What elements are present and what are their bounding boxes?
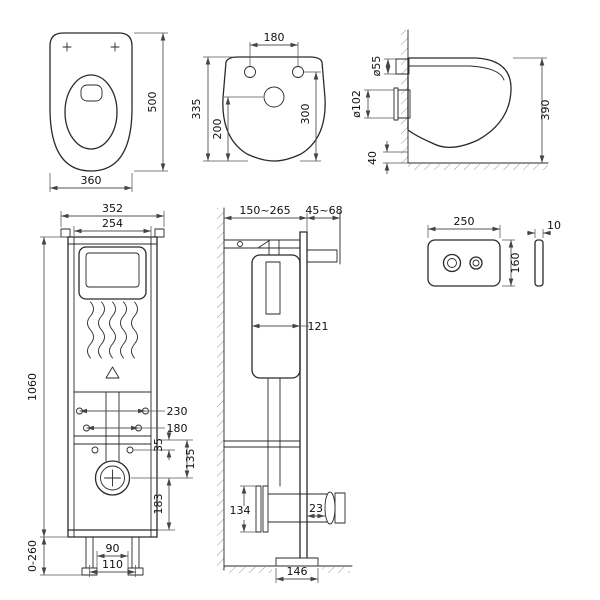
flush-plate-view: 250 160 10 [427, 215, 561, 287]
drain-flange [255, 485, 262, 533]
mount-hole-left [244, 66, 256, 78]
fixing-cross-right [110, 42, 120, 52]
flush-plate-side [534, 239, 544, 287]
dim-side-height: 390 [539, 100, 552, 121]
dim-offset-135: 135 [184, 449, 197, 470]
dim-offset-35: 35 [152, 438, 165, 452]
dim-total-height: 335 [190, 99, 203, 120]
drain-socket [94, 460, 131, 496]
dim-cistern-depth: 121 [308, 320, 329, 333]
flush-plate [427, 239, 501, 287]
flush-pipe-stub [395, 58, 410, 75]
bowl-outline [49, 32, 133, 172]
dim-lower-height: 200 [211, 119, 224, 140]
dim-frame-overall-width: 352 [102, 202, 123, 215]
cistern-ribs [87, 301, 138, 359]
dim-plate-thickness: 10 [547, 219, 561, 232]
dim-mount-height: 300 [299, 104, 312, 125]
frame-side-view: 150~265 45~68 121 134 23 146 [217, 204, 353, 583]
leg-right [131, 536, 140, 569]
frame-front-view: 352 254 1060 0-260 230 180 35 135 183 [26, 202, 197, 577]
dim-flush-pipe-dia: ø55 [370, 56, 383, 77]
leg-left [85, 536, 94, 569]
foot-plate [275, 557, 319, 567]
dim-offset-183: 183 [152, 494, 165, 515]
toilet-top-view: 500 360 [49, 32, 168, 192]
dim-wall-depth: 150~265 [239, 204, 290, 217]
dim-hole-spacing: 180 [264, 31, 285, 44]
access-panel [85, 252, 140, 288]
dim-outlet-dia: ø102 [350, 90, 363, 118]
dim-front-depth: 45~68 [305, 204, 342, 217]
dim-fix-spacing-wide: 230 [167, 405, 188, 418]
flush-plate-box [306, 249, 338, 263]
outlet-pipe-stub [397, 89, 411, 119]
floor-hatch [322, 567, 350, 573]
seat-opening [64, 74, 118, 150]
toilet-side-view: ø55 ø102 390 40 [350, 29, 552, 174]
wall-bracket-left [60, 228, 71, 238]
flush-valve [265, 261, 281, 315]
drain-coupling [324, 491, 336, 525]
mount-hole-right [292, 66, 304, 78]
flush-recess [80, 84, 103, 102]
cistern-front [78, 246, 147, 300]
floor-hatch [224, 567, 272, 573]
dim-foot-110: 110 [102, 558, 123, 571]
cistern-side [251, 254, 301, 379]
dim-foot-90: 90 [106, 542, 120, 555]
outlet-flange [393, 87, 399, 121]
flush-button-large [442, 253, 462, 273]
wall-bracket-right [154, 228, 165, 238]
fixing-point [91, 446, 99, 454]
dim-toilet-width: 360 [81, 174, 102, 187]
dim-fix-spacing-narrow: 180 [167, 422, 188, 435]
dim-leg-adjust: 0-260 [26, 540, 39, 572]
dim-bottom-gap: 40 [366, 151, 379, 165]
toilet-front-view: 180 335 200 300 [190, 31, 326, 162]
fixing-cross-left [62, 42, 72, 52]
wall-hatch [217, 208, 224, 570]
seat-line [407, 65, 505, 81]
bowl-side-outline [407, 57, 512, 148]
fixing-point [126, 446, 134, 454]
wall-hatch [401, 30, 408, 163]
flush-button-small [469, 256, 483, 270]
brand-triangle [105, 366, 120, 379]
dim-outlet-offset: 23 [309, 502, 323, 515]
dim-rail-width: 254 [102, 217, 123, 230]
dim-foot-depth: 146 [287, 565, 308, 578]
dim-plate-height: 160 [509, 253, 522, 274]
dim-frame-height: 1060 [26, 373, 39, 401]
dim-elbow-height: 134 [230, 504, 251, 517]
dim-plate-width: 250 [454, 215, 475, 228]
floor-hatch [408, 164, 548, 170]
flush-inlet-hole [263, 86, 285, 108]
dim-toilet-depth: 500 [146, 92, 159, 113]
